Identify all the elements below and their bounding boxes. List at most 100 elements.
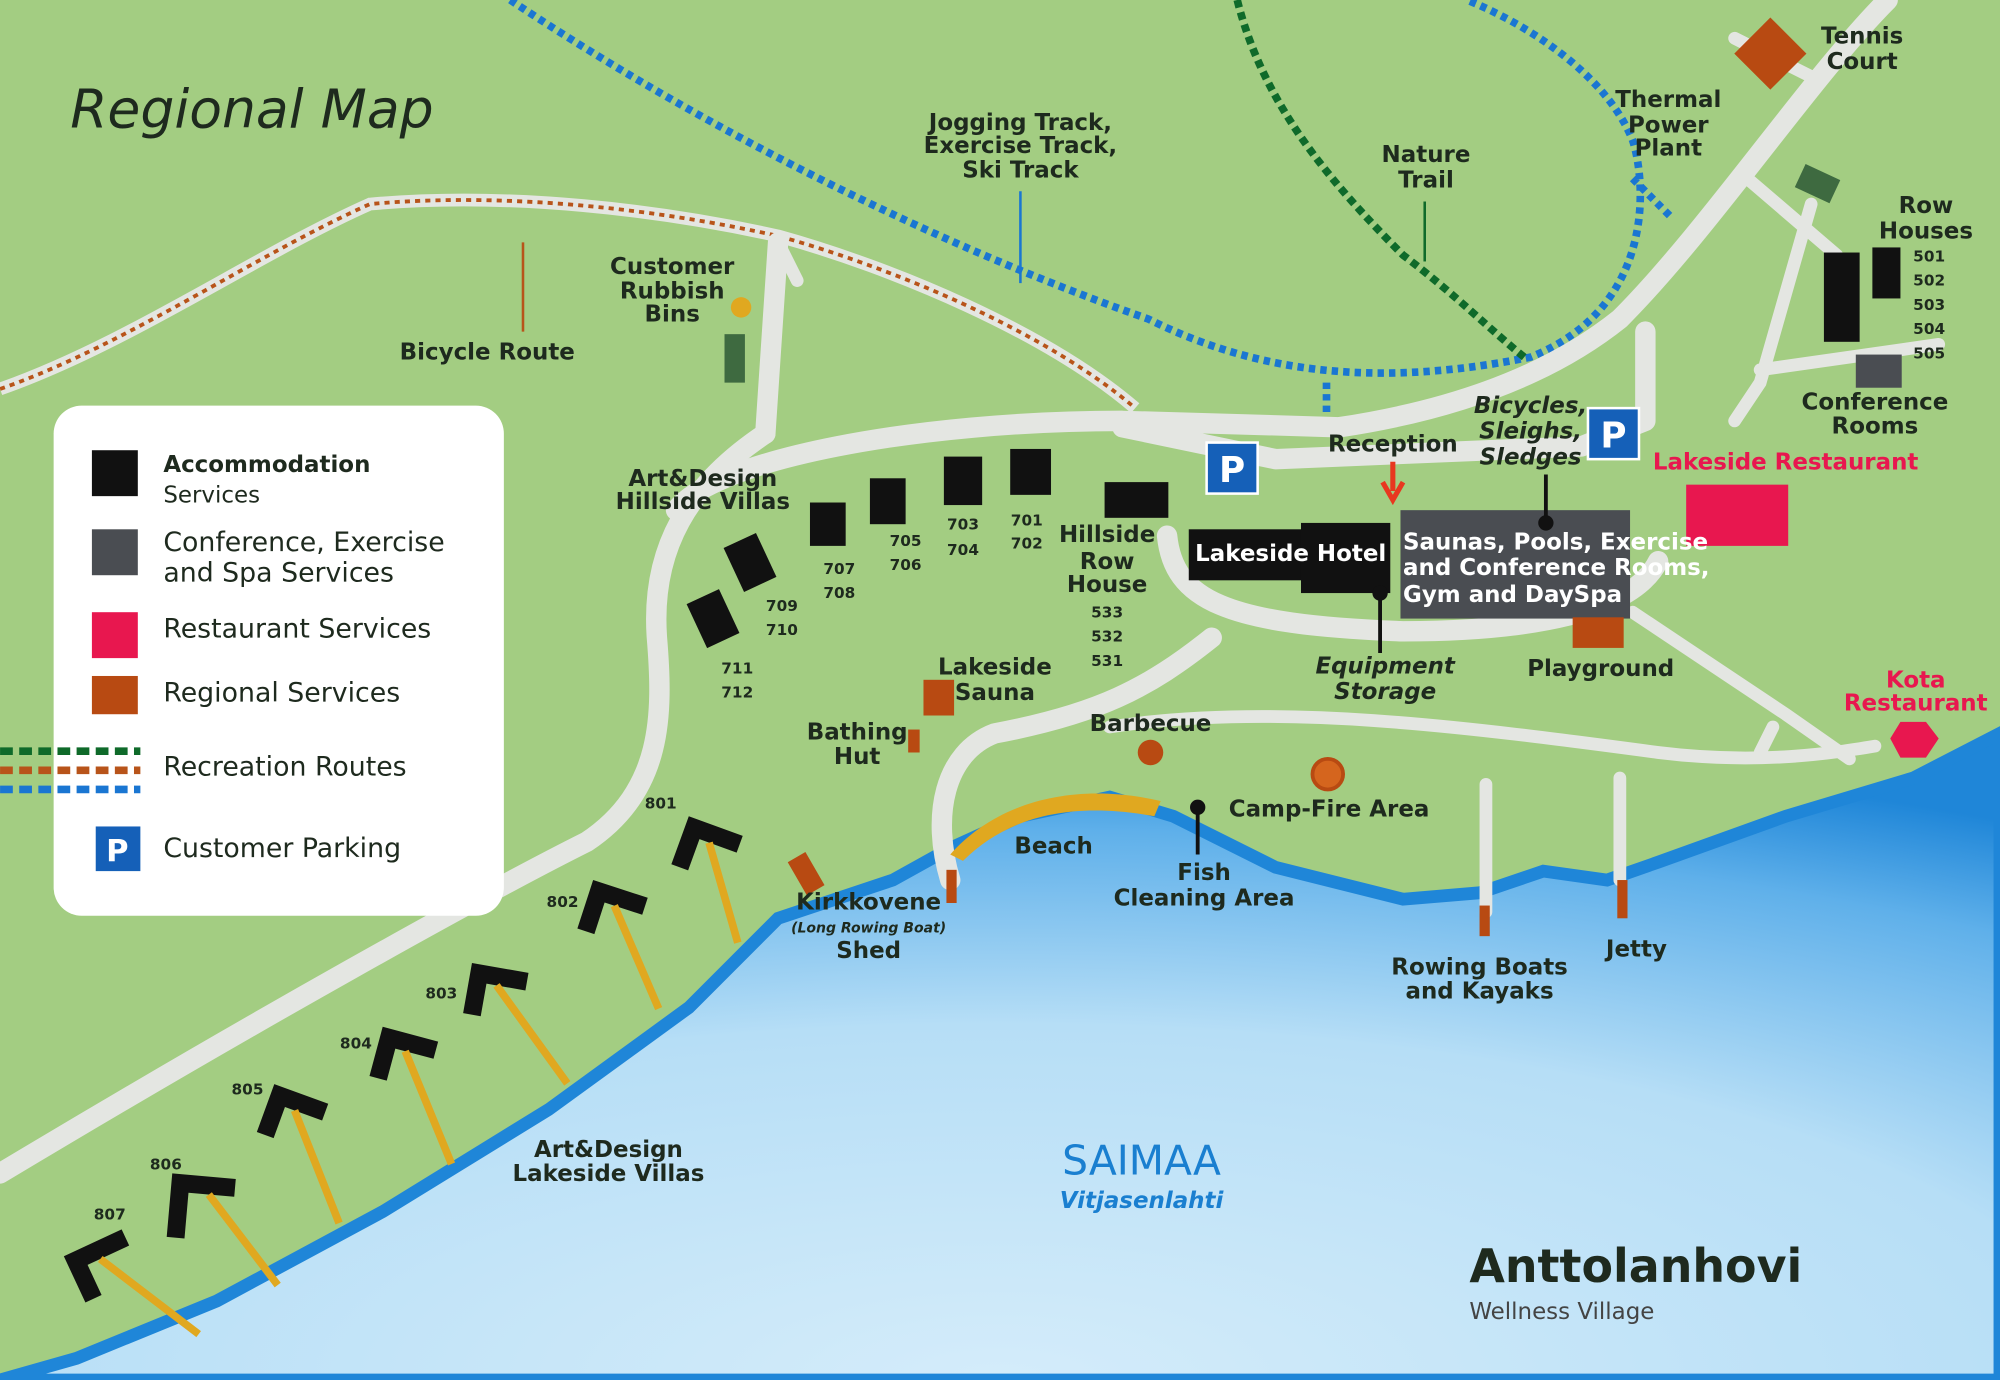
- svg-text:Accommodation: Accommodation: [163, 452, 370, 478]
- svg-text:Customer Parking: Customer Parking: [163, 833, 401, 864]
- svg-text:Fish: Fish: [1177, 860, 1231, 886]
- svg-text:Rooms: Rooms: [1832, 414, 1919, 440]
- map-title: Regional Map: [70, 78, 433, 141]
- svg-text:Restaurant: Restaurant: [1844, 690, 1988, 716]
- svg-text:Sledges: Sledges: [1480, 444, 1582, 470]
- svg-text:Shed: Shed: [836, 938, 901, 964]
- bicycle-route: [0, 193, 1140, 413]
- svg-text:711: 711: [721, 659, 753, 677]
- svg-text:502: 502: [1913, 272, 1945, 290]
- label-playground: Playground: [1527, 656, 1674, 682]
- svg-text:and Kayaks: and Kayaks: [1406, 979, 1554, 1005]
- svg-text:Regional Services: Regional Services: [163, 677, 400, 708]
- svg-text:531: 531: [1091, 652, 1123, 670]
- parking-icon: P: [95, 826, 141, 872]
- svg-text:703: 703: [947, 515, 979, 533]
- svg-text:807: 807: [94, 1205, 126, 1223]
- brand-subtitle: Wellness Village: [1469, 1299, 1654, 1325]
- brand-name: Anttolanhovi: [1469, 1239, 1802, 1293]
- svg-text:(Long Rowing Boat): (Long Rowing Boat): [791, 920, 946, 936]
- svg-text:803: 803: [425, 985, 457, 1003]
- label-lakeside-hotel[interactable]: Lakeside Hotel: [1195, 541, 1386, 567]
- svg-text:Equipment: Equipment: [1315, 653, 1455, 679]
- legend-swatch-accommodation: [91, 450, 138, 497]
- svg-text:802: 802: [547, 893, 579, 911]
- label-jetty: Jetty: [1604, 937, 1667, 963]
- svg-text:Gym and DaySpa: Gym and DaySpa: [1403, 582, 1622, 608]
- svg-text:Sleighs,: Sleighs,: [1479, 419, 1582, 445]
- label-bicycles: Bicycles,Sleighs,Sledges: [1474, 393, 1587, 470]
- svg-text:Hut: Hut: [834, 744, 881, 770]
- label-beach: Beach: [1014, 833, 1092, 859]
- svg-text:710: 710: [766, 621, 798, 639]
- svg-text:Cleaning Area: Cleaning Area: [1114, 886, 1295, 912]
- svg-text:Services: Services: [163, 483, 260, 509]
- svg-text:Bicycles,: Bicycles,: [1474, 393, 1587, 419]
- svg-text:706: 706: [890, 556, 922, 574]
- svg-text:Lakeside: Lakeside: [938, 655, 1052, 681]
- svg-text:House: House: [1067, 572, 1148, 598]
- svg-text:Lakeside Villas: Lakeside Villas: [513, 1161, 705, 1187]
- svg-text:Sauna: Sauna: [955, 680, 1035, 706]
- lakeside-villas: [63, 816, 743, 1338]
- svg-text:701: 701: [1011, 511, 1043, 529]
- svg-text:Customer: Customer: [610, 254, 735, 280]
- svg-text:503: 503: [1913, 296, 1945, 314]
- svg-text:708: 708: [823, 584, 855, 602]
- svg-text:532: 532: [1091, 628, 1123, 646]
- label-lakeside-restaurant[interactable]: Lakeside Restaurant: [1653, 449, 1919, 475]
- svg-text:707: 707: [823, 560, 855, 578]
- svg-text:505: 505: [1913, 344, 1945, 362]
- svg-text:Recreation Routes: Recreation Routes: [163, 751, 406, 782]
- kota-restaurant-building: [1890, 721, 1939, 758]
- svg-text:Trail: Trail: [1398, 167, 1454, 193]
- bay-name: Vitjasenlahti: [1060, 1188, 1225, 1214]
- svg-text:702: 702: [1011, 534, 1043, 552]
- svg-text:P: P: [1219, 450, 1245, 491]
- svg-text:and Conference Rooms,: and Conference Rooms,: [1403, 555, 1709, 581]
- buildings: [521, 17, 1939, 937]
- svg-text:801: 801: [645, 795, 677, 813]
- svg-text:Art&Design: Art&Design: [534, 1137, 683, 1163]
- label-reception[interactable]: Reception: [1328, 431, 1458, 457]
- svg-text:and Spa Services: and Spa Services: [163, 558, 394, 589]
- dashed-routes-icon: [0, 747, 141, 794]
- svg-text:Rowing Boats: Rowing Boats: [1391, 954, 1568, 980]
- svg-text:Restaurant Services: Restaurant Services: [163, 614, 431, 645]
- svg-text:704: 704: [947, 541, 979, 559]
- svg-text:Kota: Kota: [1886, 667, 1946, 693]
- label-jogging: Jogging Track,Exercise Track,Ski Track: [924, 110, 1117, 183]
- label-barbecue: Barbecue: [1090, 711, 1212, 737]
- svg-text:Bins: Bins: [645, 301, 700, 327]
- svg-text:Thermal: Thermal: [1615, 87, 1721, 113]
- svg-text:Row: Row: [1899, 193, 1954, 219]
- svg-text:504: 504: [1913, 320, 1945, 338]
- svg-text:P: P: [1600, 416, 1626, 457]
- lake-saimaa: [0, 726, 2000, 1380]
- lakeside-restaurant-building: [1686, 484, 1789, 546]
- legend-swatch-conference: [91, 529, 138, 576]
- reception-arrow-icon: [1380, 461, 1406, 506]
- svg-text:709: 709: [766, 597, 798, 615]
- legend-swatch-regional: [91, 675, 138, 715]
- label-campfire: Camp-Fire Area: [1229, 796, 1430, 822]
- svg-text:Kirkkovene: Kirkkovene: [796, 889, 941, 915]
- svg-text:Bathing: Bathing: [807, 720, 908, 746]
- label-kirkkovene: Kirkkovene (Long Rowing Boat) Shed: [791, 889, 946, 963]
- svg-text:P: P: [106, 834, 128, 869]
- svg-text:Ski Track: Ski Track: [962, 157, 1079, 183]
